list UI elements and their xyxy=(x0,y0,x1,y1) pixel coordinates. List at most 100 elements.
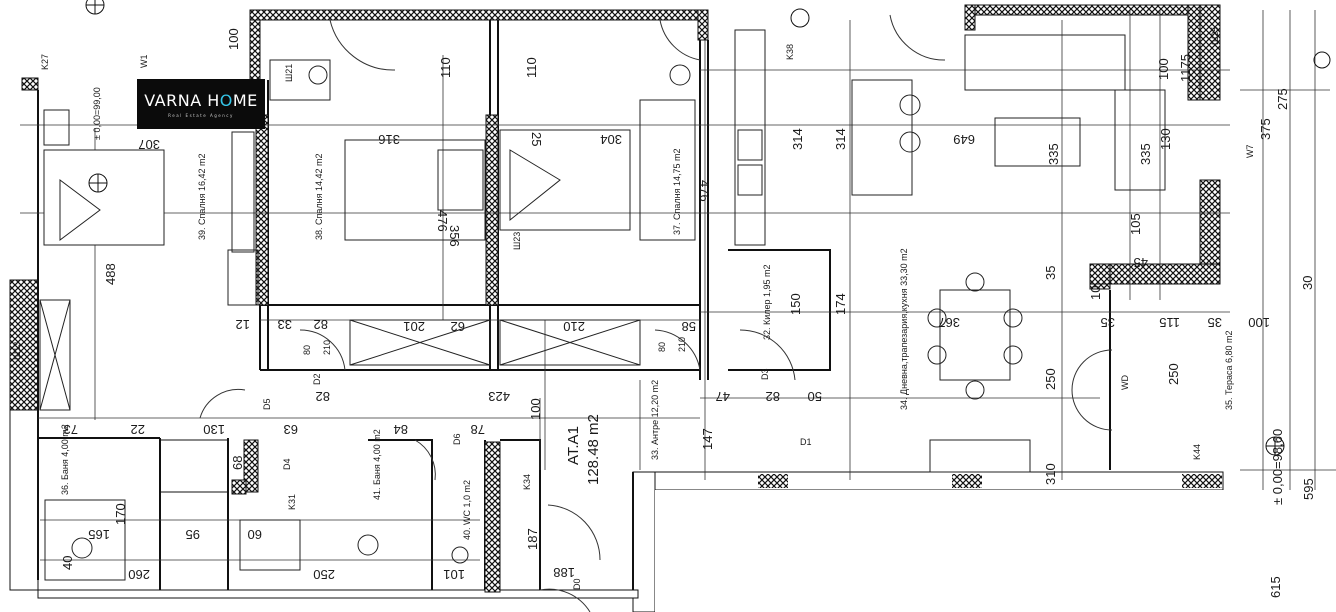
code-w7: W7 xyxy=(1245,145,1255,159)
dim-615: 615 xyxy=(1268,576,1283,598)
dim-476-b: 476 xyxy=(697,180,712,202)
code-d0: D0 xyxy=(572,578,582,590)
code-sh21: Ш21 xyxy=(284,64,294,82)
room-36-label: 36. Баня 4,00 m2 xyxy=(60,424,70,495)
dim-210-b: 210 xyxy=(677,337,687,352)
dim-147: 147 xyxy=(700,428,715,450)
dim-488: 488 xyxy=(103,263,118,285)
dim-260: 260 xyxy=(128,567,150,582)
code-d4: D4 xyxy=(282,458,292,470)
code-k31: K31 xyxy=(287,494,297,510)
level-notes: ± 0,00=99,00 ± 0,00=98,60 xyxy=(92,87,1285,505)
dim-100-right: 100 xyxy=(1156,58,1171,80)
varna-home-logo: VARNA HOME Real Estate Agency xyxy=(137,79,265,129)
element-codes: K27 K38 K44 K34 K31 Ш21 Ш25 Ш23 Ш13 W1 W… xyxy=(12,27,1255,590)
dim-25-a: 25 xyxy=(529,132,544,146)
code-wd: WD xyxy=(1120,375,1130,390)
logo-wordmark: VARNA HOME xyxy=(144,90,258,110)
dim-201: 201 xyxy=(403,319,425,334)
dim-335-a: 335 xyxy=(1046,143,1061,165)
dim-423: 423 xyxy=(488,389,510,404)
dim-307: 307 xyxy=(138,137,160,152)
dim-210-a: 210 xyxy=(322,340,332,355)
code-k34: K34 xyxy=(522,474,532,490)
dim-314-b: 314 xyxy=(833,128,848,150)
dim-84: 84 xyxy=(394,422,408,437)
room-38-label: 38. Спалня 14,42 m2 xyxy=(314,153,324,240)
code-k27: K27 xyxy=(40,54,50,70)
dim-82-a: 82 xyxy=(314,317,328,332)
code-k44: K44 xyxy=(1192,444,1202,460)
dim-60: 60 xyxy=(248,527,262,542)
room-39-label: 39. Спалня 16,42 m2 xyxy=(197,153,207,240)
dim-80-b: 80 xyxy=(657,342,667,352)
dim-30: 30 xyxy=(1300,276,1315,290)
dim-335-b: 335 xyxy=(1138,143,1153,165)
dim-35-a: 35 xyxy=(1101,315,1115,330)
dim-50: 50 xyxy=(808,389,822,404)
room-33-label: 33. Антре 12,20 m2 xyxy=(650,380,660,460)
wall-blocks xyxy=(159,4,1221,593)
dim-35-b: 35 xyxy=(1208,315,1222,330)
logo-tagline: Real Estate Agency xyxy=(168,112,234,118)
dim-170: 170 xyxy=(113,503,128,525)
unit-name: AT.A1 xyxy=(565,426,582,465)
level-markers xyxy=(85,0,1331,456)
room-40-label: 40. WC 1,0 m2 xyxy=(462,480,472,540)
room-32-label: 32. Килер 1,95 m2 xyxy=(762,264,772,340)
dim-250-b: 250 xyxy=(1166,363,1181,385)
dim-316: 316 xyxy=(378,132,400,147)
dim-375: 375 xyxy=(1258,118,1273,140)
dim-250-bottom: 250 xyxy=(313,567,335,582)
dim-100-top: 100 xyxy=(226,28,241,50)
code-d2a: D2 xyxy=(312,373,322,385)
dim-40: 40 xyxy=(60,556,75,570)
dim-187: 187 xyxy=(525,528,540,550)
dim-165: 165 xyxy=(88,527,110,542)
unit-area: AT.A1 128.48 m2 xyxy=(565,414,602,485)
room-37-label: 37. Спалня 14,75 m2 xyxy=(672,148,682,235)
level-left: ± 0,00=99,00 xyxy=(92,87,102,140)
dim-63: 63 xyxy=(284,422,298,437)
dim-95: 95 xyxy=(186,527,200,542)
dim-33: 33 xyxy=(278,317,292,332)
dim-356: 356 xyxy=(447,225,462,247)
code-d6: D6 xyxy=(452,433,462,445)
dim-150: 150 xyxy=(788,293,803,315)
dim-82-b: 82 xyxy=(316,389,330,404)
dim-314-a: 314 xyxy=(790,128,805,150)
outer-walls xyxy=(9,4,1336,612)
dim-310: 310 xyxy=(1043,463,1058,485)
dim-210-corridor: 210 xyxy=(563,319,585,334)
dim-101: 101 xyxy=(443,567,465,582)
dim-130-right: 130 xyxy=(1158,128,1173,150)
room-34-label: 34. Дневна,трапезария,кухня 33,30 m2 xyxy=(899,248,909,410)
unit-area-value: 128.48 m2 xyxy=(585,414,602,485)
dim-476-a: 476 xyxy=(435,210,450,232)
dim-250-a: 250 xyxy=(1043,368,1058,390)
level-right: ± 0,00=98,60 xyxy=(1270,429,1285,505)
room-41-label: 41. Баня 4,00 m2 xyxy=(372,429,382,500)
dim-22: 22 xyxy=(131,422,145,437)
room-labels: 39. Спалня 16,42 m2 38. Спалня 14,42 m2 … xyxy=(60,148,1234,540)
dim-275: 275 xyxy=(1275,88,1290,110)
dim-595: 595 xyxy=(1301,478,1316,500)
dim-58: 58 xyxy=(682,319,696,334)
code-sh25: Ш25 xyxy=(1210,27,1220,45)
dim-304: 304 xyxy=(600,132,622,147)
dim-47: 47 xyxy=(716,389,730,404)
door-swings xyxy=(199,14,1113,612)
dim-130-mid: 130 xyxy=(203,422,225,437)
dim-78: 78 xyxy=(471,422,485,437)
dim-115: 115 xyxy=(1159,315,1180,330)
dim-1175: 1175 xyxy=(1178,54,1193,82)
furniture xyxy=(39,29,1166,581)
code-k38: K38 xyxy=(785,44,795,60)
dimension-values: 100 110 110 307 316 304 649 488 476 476 … xyxy=(60,28,1316,598)
dim-100-terrace: 100 xyxy=(1248,315,1270,330)
dim-10: 10 xyxy=(1088,286,1103,300)
dim-110-b: 110 xyxy=(524,57,539,78)
dim-100-corridor: 100 xyxy=(528,398,543,420)
dim-80-a: 80 xyxy=(302,345,312,355)
